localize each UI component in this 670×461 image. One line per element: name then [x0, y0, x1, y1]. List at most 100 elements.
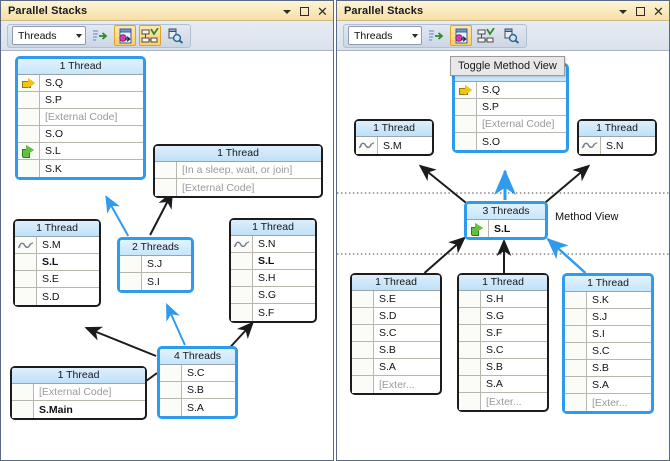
- stack-frame-row[interactable]: S.H: [459, 291, 547, 308]
- stack-frame-row[interactable]: S.P: [18, 92, 143, 109]
- stack-frame-gutter: [579, 137, 601, 154]
- stack-frame-row[interactable]: S.K: [18, 160, 143, 177]
- stack-frame-row[interactable]: S.J: [120, 256, 191, 273]
- stack-frame-row[interactable]: S.L: [15, 254, 99, 271]
- toggle-method-view-icon[interactable]: [114, 25, 136, 46]
- stack-frame-row[interactable]: S.J: [565, 309, 651, 326]
- stack-frame-row[interactable]: [External Code]: [155, 179, 321, 196]
- title-bar-right: Parallel Stacks ✕: [337, 1, 669, 21]
- stack-frame-row[interactable]: S.I: [120, 273, 191, 290]
- stack-node-l2[interactable]: 1 Thread[In a sleep, wait, or join][Exte…: [153, 144, 323, 198]
- caret-down-icon[interactable]: [619, 6, 630, 17]
- stack-frame-row[interactable]: S.I: [565, 326, 651, 343]
- stack-frame-row[interactable]: S.O: [18, 126, 143, 143]
- stack-node-l7[interactable]: 1 Thread[External Code]S.Main: [10, 366, 147, 420]
- auto-scroll-to-current-stack-frame-icon[interactable]: [139, 25, 161, 46]
- stack-frame-row[interactable]: S.P: [455, 99, 566, 116]
- toolbar-group: Threads: [343, 23, 527, 48]
- auto-scroll-to-current-stack-frame-icon[interactable]: [475, 25, 497, 46]
- stack-frame-row[interactable]: S.C: [352, 325, 440, 342]
- stack-frame-row[interactable]: S.F: [231, 304, 315, 321]
- stack-frame-row[interactable]: S.N: [231, 236, 315, 253]
- stack-frame-label: S.C: [187, 367, 205, 379]
- stack-frame-row[interactable]: S.Q: [455, 82, 566, 99]
- zoom-icon[interactable]: [500, 25, 522, 46]
- stack-frame-row[interactable]: S.H: [231, 270, 315, 287]
- maximize-icon[interactable]: [636, 6, 647, 17]
- stack-frame-row[interactable]: S.K: [565, 292, 651, 309]
- stack-frame-row[interactable]: S.A: [459, 376, 547, 393]
- stack-frame-row[interactable]: S.Main: [12, 401, 145, 418]
- stack-frame-row[interactable]: S.B: [459, 359, 547, 376]
- toggle-method-view-tooltip: Toggle Method View: [450, 56, 565, 76]
- view-mode-combo[interactable]: Threads: [348, 26, 422, 45]
- close-icon[interactable]: ✕: [317, 3, 328, 19]
- stack-frame-row[interactable]: S.C: [160, 365, 235, 382]
- stack-frame-row[interactable]: S.F: [459, 325, 547, 342]
- stack-frame-row[interactable]: S.G: [459, 308, 547, 325]
- stack-frame-row[interactable]: S.C: [565, 343, 651, 360]
- stack-frame-row[interactable]: S.E: [352, 291, 440, 308]
- stack-frame-row[interactable]: S.M: [356, 137, 432, 154]
- stack-frame-row[interactable]: S.O: [455, 133, 566, 150]
- stack-frame-row[interactable]: S.N: [579, 137, 655, 154]
- stack-frame-gutter: [231, 287, 253, 303]
- stack-frame-label: S.A: [592, 379, 609, 391]
- stack-frame-row[interactable]: [External Code]: [18, 109, 143, 126]
- maximize-icon[interactable]: [300, 6, 311, 17]
- stack-frame-row[interactable]: S.E: [15, 271, 99, 288]
- stack-frame-label: S.D: [379, 310, 397, 322]
- stack-frame-row[interactable]: S.A: [160, 399, 235, 416]
- stack-frame-row[interactable]: S.A: [565, 377, 651, 394]
- chevron-down-icon: [76, 33, 82, 38]
- stack-frame-row[interactable]: S.G: [231, 287, 315, 304]
- stack-frame-gutter: [160, 399, 182, 416]
- stack-frame-row[interactable]: [External Code]: [455, 116, 566, 133]
- stack-frame-row[interactable]: [Exter...: [352, 376, 440, 393]
- zoom-icon[interactable]: [164, 25, 186, 46]
- show-threads-in-source-icon[interactable]: [89, 25, 111, 46]
- stack-frame-row[interactable]: S.B: [565, 360, 651, 377]
- stack-frame-row[interactable]: S.C: [459, 342, 547, 359]
- method-view-label: Method View: [555, 211, 619, 223]
- stack-frame-label: S.A: [187, 401, 204, 414]
- stack-frame-row[interactable]: S.D: [15, 288, 99, 305]
- toggle-method-view-icon[interactable]: [450, 25, 472, 46]
- stack-frame-row[interactable]: S.A: [352, 359, 440, 376]
- show-threads-in-source-icon[interactable]: [425, 25, 447, 46]
- stack-frame-row[interactable]: S.D: [352, 308, 440, 325]
- stack-frame-row[interactable]: [External Code]: [12, 384, 145, 401]
- stack-frame-row[interactable]: S.B: [160, 382, 235, 399]
- close-icon[interactable]: ✕: [653, 3, 664, 19]
- stack-frame-row[interactable]: [Exter...: [565, 394, 651, 411]
- view-mode-combo[interactable]: Threads: [12, 26, 86, 45]
- stack-frame-row[interactable]: [Exter...: [459, 393, 547, 410]
- current-thread-arrow-icon: [22, 78, 35, 89]
- stack-frame-row[interactable]: S.Q: [18, 75, 143, 92]
- stack-frame-row[interactable]: S.L: [18, 143, 143, 160]
- stack-node-header: 3 Threads: [467, 204, 545, 220]
- stack-frame-gutter: [231, 236, 253, 252]
- stack-frame-gutter: [352, 342, 374, 358]
- stack-frame-row[interactable]: S.L: [467, 220, 545, 237]
- stack-frame-row[interactable]: S.L: [231, 253, 315, 270]
- stack-frame-row[interactable]: S.B: [352, 342, 440, 359]
- stack-frame-row[interactable]: [In a sleep, wait, or join]: [155, 162, 321, 179]
- caret-down-icon[interactable]: [283, 6, 294, 17]
- stack-node-header: 1 Thread: [459, 275, 547, 291]
- stack-frame-row[interactable]: S.M: [15, 237, 99, 254]
